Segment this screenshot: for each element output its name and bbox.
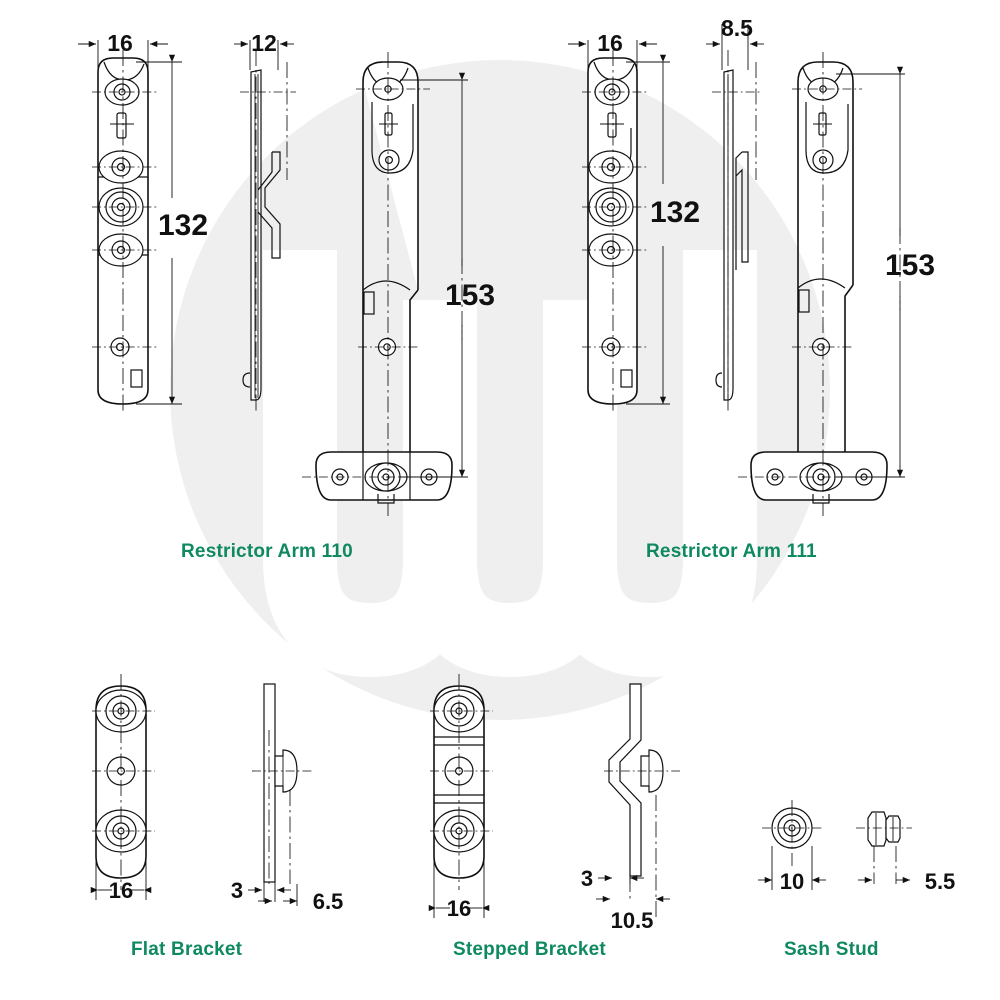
- dim-stepped-bracket-thickness-3: [598, 874, 644, 884]
- view-flat-bracket-front: [90, 674, 155, 900]
- dim-text-ra111-thickness: 8.5: [721, 15, 753, 41]
- view-stepped-bracket-front: [428, 674, 493, 918]
- view-ra111-keep-front: [568, 40, 670, 412]
- dim-text-stepped-depth: 10.5: [611, 908, 654, 933]
- dim-ra111-length-153: [836, 66, 905, 478]
- view-stepped-bracket-side: [596, 683, 680, 920]
- view-ra110-keep-front: [78, 40, 182, 412]
- view-ra110-keep-side: [234, 40, 296, 412]
- dim-sash-stud-diameter-10: [758, 846, 826, 890]
- dim-stepped-bracket-width-16: [428, 858, 490, 918]
- part-label-stepped-bracket: Stepped Bracket: [453, 939, 606, 960]
- dim-text-stepped-thickness: 3: [581, 866, 593, 891]
- dim-text-ra110-thickness: 12: [251, 30, 277, 56]
- dim-flat-bracket-thickness-3: [248, 882, 291, 902]
- dim-flat-bracket-stud-65: [258, 884, 298, 906]
- view-ra111-arm-front: [738, 52, 905, 516]
- part-label-sash-stud: Sash Stud: [784, 939, 879, 960]
- dim-ra111-thickness-85: [706, 24, 764, 70]
- dim-text-ra110-width: 16: [107, 30, 133, 56]
- dim-text-flat-thickness: 3: [231, 878, 243, 903]
- dim-text-stud-diameter: 10: [780, 869, 804, 894]
- dim-ra110-length-132: [136, 54, 182, 405]
- dim-text-stud-length: 5.5: [925, 869, 956, 894]
- dim-text-ra110-arm: 153: [445, 279, 495, 312]
- dim-text-ra111-width: 16: [597, 30, 623, 56]
- view-sash-stud-front: [758, 800, 826, 890]
- part-label-flat-bracket: Flat Bracket: [131, 939, 243, 960]
- view-ra110-arm-front: [302, 52, 468, 516]
- dim-text-ra110-length: 132: [158, 209, 208, 242]
- part-label-restrictor-arm-111: Restrictor Arm 111: [646, 541, 817, 562]
- part-label-restrictor-arm-110: Restrictor Arm 110: [181, 541, 353, 562]
- dim-text-ra111-arm: 153: [885, 249, 935, 282]
- dim-ra110-length-153: [400, 72, 468, 478]
- view-flat-bracket-side: [248, 683, 312, 906]
- dim-text-flat-width: 16: [109, 878, 133, 903]
- dim-ra111-length-132: [626, 54, 670, 405]
- dim-text-ra111-length: 132: [650, 196, 700, 229]
- dim-flat-bracket-width-16: [90, 858, 152, 900]
- dim-text-stepped-width: 16: [447, 896, 471, 921]
- view-sash-stud-side: [856, 811, 912, 884]
- view-ra111-keep-side: [706, 24, 764, 412]
- dim-text-flat-stud: 6.5: [313, 889, 344, 914]
- dim-ra110-thickness-12: [234, 40, 294, 70]
- dimension-text-layer: 16 132 12 153 16 132 8.5 153 16 3 6.5 16…: [107, 15, 955, 933]
